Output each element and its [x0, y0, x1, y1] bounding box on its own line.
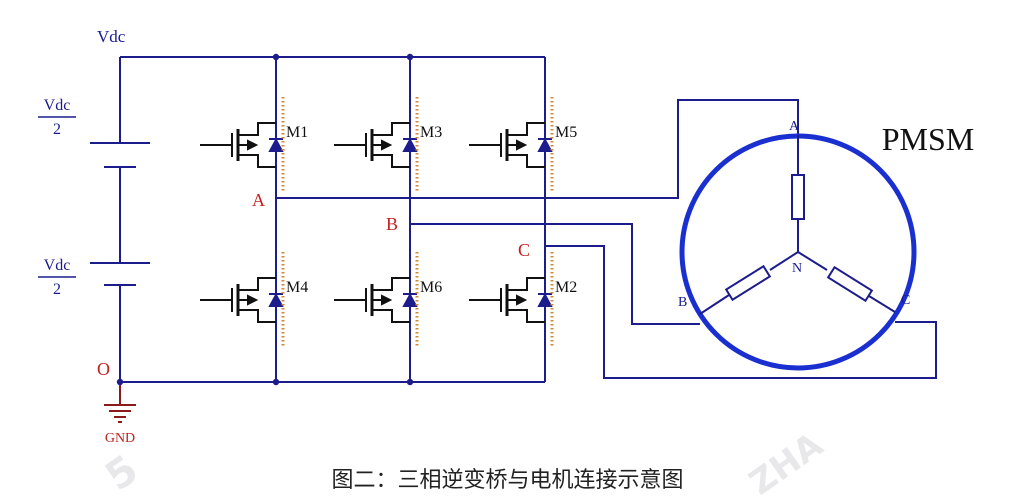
winding-b-resistor [724, 264, 772, 302]
pmsm-motor: PMSM A B C N [678, 119, 975, 371]
phase-node-labels: A B C [252, 190, 530, 260]
half-upper-numerator: Vdc [44, 97, 71, 114]
mosfet-m1 [200, 97, 285, 193]
mosfet-m6 [334, 252, 419, 348]
ground-symbol [104, 382, 136, 423]
node-label-c: C [518, 240, 530, 260]
phase-a-wire [276, 99, 799, 199]
switch-label-m2: M2 [555, 279, 577, 296]
supply-labels: Vdc Vdc 2 Vdc 2 O [38, 27, 126, 379]
terminal-label-c: C [901, 293, 910, 308]
terminal-label-b: B [678, 295, 687, 310]
midpoint-label: O [97, 359, 110, 379]
switch-label-m3: M3 [420, 124, 442, 141]
node-label-b: B [386, 214, 398, 234]
figure-caption: 图二：三相逆变桥与电机连接示意图 [331, 468, 684, 493]
dc-supply [90, 142, 150, 286]
half-upper-denominator: 2 [53, 121, 61, 138]
winding-c-resistor [826, 265, 874, 303]
terminal-label-a: A [789, 119, 800, 134]
phase-b-wire [410, 223, 700, 325]
wires [119, 56, 937, 383]
switch-label-m4: M4 [286, 279, 308, 296]
mosfet-array [200, 97, 554, 348]
junctions [116, 53, 414, 386]
ground-label: GND [105, 431, 135, 446]
phase-c-wire [545, 245, 937, 379]
node-label-a: A [252, 190, 265, 210]
switch-label-m1: M1 [286, 124, 308, 141]
switch-label-m6: M6 [420, 279, 442, 296]
mosfet-m4 [200, 252, 285, 348]
mosfet-m2 [469, 252, 554, 348]
star-windings [699, 135, 896, 315]
half-lower-denominator: 2 [53, 281, 61, 298]
half-lower-numerator: Vdc [44, 257, 71, 274]
switch-label-m5: M5 [555, 124, 577, 141]
mosfet-m5 [469, 97, 554, 193]
neutral-label: N [792, 261, 802, 276]
winding-a-resistor [791, 174, 805, 220]
mosfet-m3 [334, 97, 419, 193]
vdc-top-label: Vdc [97, 27, 126, 46]
switch-labels: M1 M3 M5 M4 M6 M2 [286, 124, 577, 296]
motor-name: PMSM [882, 121, 975, 157]
